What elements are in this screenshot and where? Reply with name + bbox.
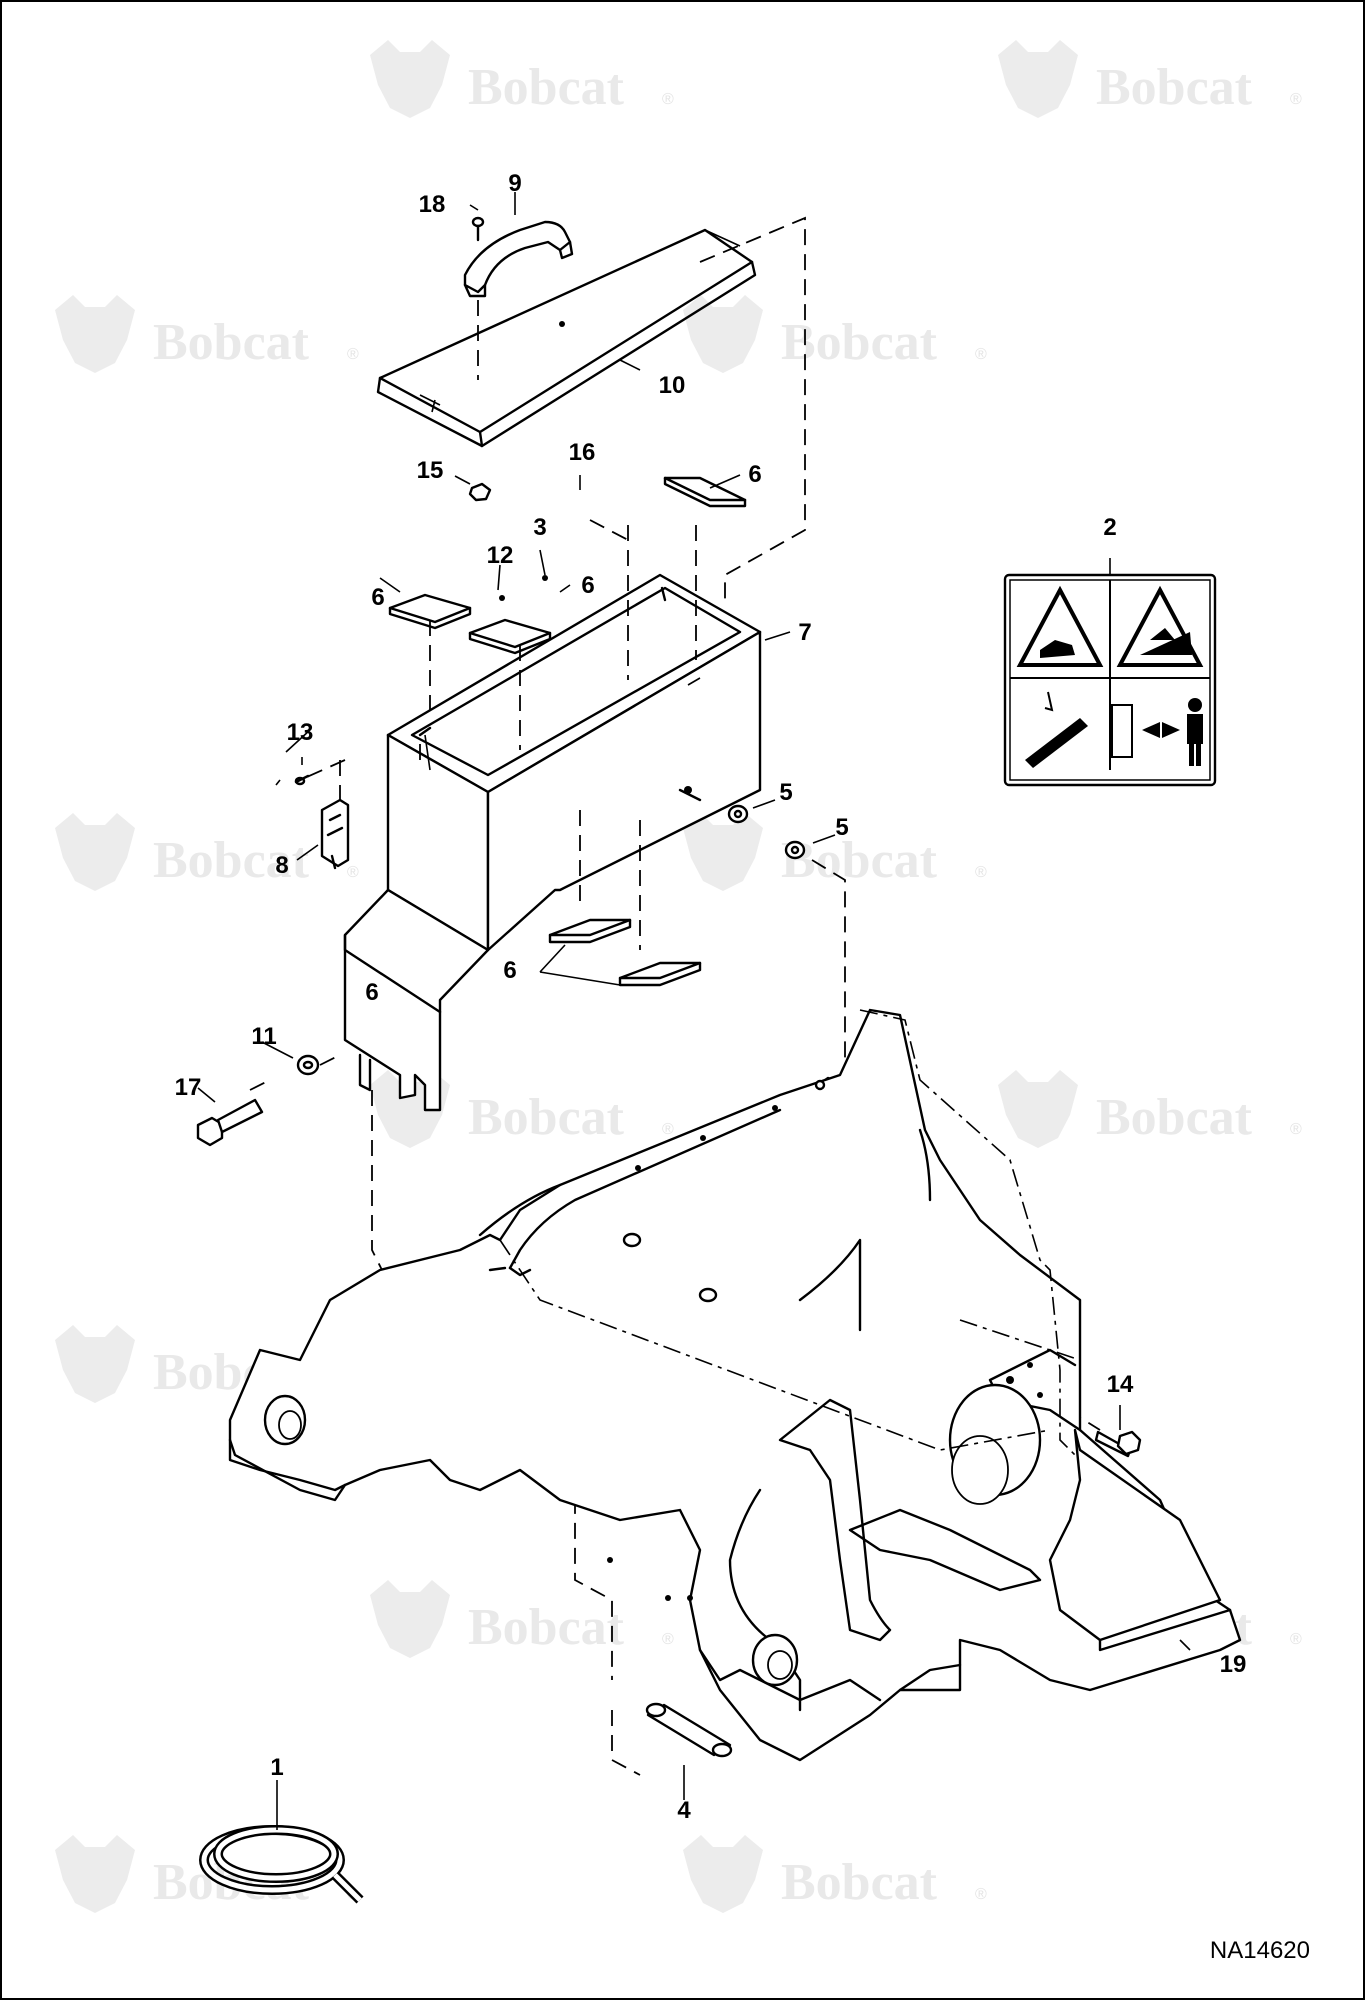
- svg-text:Bobcat: Bobcat: [153, 314, 310, 371]
- frame-lower-plate: [1048, 1428, 1232, 1652]
- hose-coil: [199, 1825, 364, 1904]
- callout-number-8: 8: [275, 852, 288, 879]
- battery-box: [343, 573, 762, 1112]
- svg-text:®: ®: [1290, 1631, 1302, 1648]
- callout-number-18: 18: [419, 191, 446, 218]
- callout-number-16: 16: [569, 439, 596, 466]
- callout-number-3: 3: [533, 514, 546, 541]
- callout-number-12: 12: [487, 542, 514, 569]
- callout-number-6: 6: [581, 572, 594, 599]
- callout-number-15: 15: [417, 457, 444, 484]
- callout-number-5: 5: [835, 814, 848, 841]
- svg-text:®: ®: [975, 864, 987, 881]
- drawing-number: NA14620: [1210, 1937, 1310, 1964]
- svg-text:Bobcat: Bobcat: [1096, 1089, 1253, 1146]
- callout-number-6: 6: [748, 461, 761, 488]
- svg-text:Bobcat: Bobcat: [468, 1599, 625, 1656]
- bobcat-watermark: Bobcat ®: [370, 40, 674, 118]
- svg-text:Bobcat: Bobcat: [781, 1854, 938, 1911]
- svg-text:Bobcat: Bobcat: [153, 832, 310, 889]
- callout-number-6: 6: [371, 584, 384, 611]
- callout-leaders: [197, 192, 1191, 1830]
- svg-text:Bobcat: Bobcat: [1096, 59, 1253, 116]
- callout-number-9: 9: [508, 170, 521, 197]
- callout-number-13: 13: [287, 719, 314, 746]
- frame-pin: [645, 1702, 733, 1758]
- svg-text:®: ®: [1290, 1121, 1302, 1138]
- small-screws: [499, 575, 548, 601]
- bobcat-watermark: Bobcat ®: [683, 1835, 987, 1913]
- callout-number-7: 7: [798, 619, 811, 646]
- svg-text:Bobcat: Bobcat: [781, 832, 938, 889]
- callout-number-17: 17: [175, 1074, 202, 1101]
- callout-number-5: 5: [779, 779, 792, 806]
- bobcat-watermark: Bobcat ®: [55, 295, 359, 373]
- warning-decal: [1003, 573, 1217, 787]
- bobcat-watermark: Bobcat ®: [998, 40, 1302, 118]
- svg-text:®: ®: [662, 91, 674, 108]
- svg-text:®: ®: [1290, 91, 1302, 108]
- bobcat-watermark: Bobcat ®: [55, 813, 359, 891]
- frame-bolt: [1094, 1430, 1142, 1458]
- box-pads: [388, 476, 747, 987]
- callout-number-14: 14: [1107, 1371, 1134, 1398]
- callout-number-19: 19: [1220, 1651, 1247, 1678]
- lid-handle: [463, 220, 574, 298]
- svg-text:®: ®: [975, 1886, 987, 1903]
- callout-number-10: 10: [659, 372, 686, 399]
- svg-text:®: ®: [662, 1631, 674, 1648]
- main-frame: [228, 1008, 1242, 1762]
- callout-number-6: 6: [503, 957, 516, 984]
- callout-number-2: 2: [1103, 514, 1116, 541]
- battery-box-lid: [376, 228, 757, 448]
- callout-number-4: 4: [677, 1797, 691, 1824]
- svg-text:®: ®: [662, 1121, 674, 1138]
- svg-text:Bobcat: Bobcat: [781, 314, 938, 371]
- bobcat-watermark: Bobcat ®: [370, 1580, 674, 1658]
- svg-text:Bobcat: Bobcat: [468, 59, 625, 116]
- svg-text:®: ®: [347, 346, 359, 363]
- callout-number-1: 1: [270, 1754, 283, 1781]
- callout-number-11: 11: [251, 1023, 276, 1050]
- latch-screw: [294, 774, 310, 786]
- svg-text:®: ®: [347, 864, 359, 881]
- bobcat-watermark: Bobcat ®: [998, 1070, 1302, 1148]
- latch: [320, 798, 350, 870]
- svg-text:Bobcat: Bobcat: [468, 1089, 625, 1146]
- svg-text:®: ®: [975, 346, 987, 363]
- callout-number-6: 6: [365, 979, 378, 1006]
- lid-nut: [468, 482, 492, 502]
- handle-screw: [471, 216, 485, 242]
- bobcat-watermark: Bobcat ®: [683, 295, 987, 373]
- bobcat-watermark: Bobcat ®: [683, 813, 987, 891]
